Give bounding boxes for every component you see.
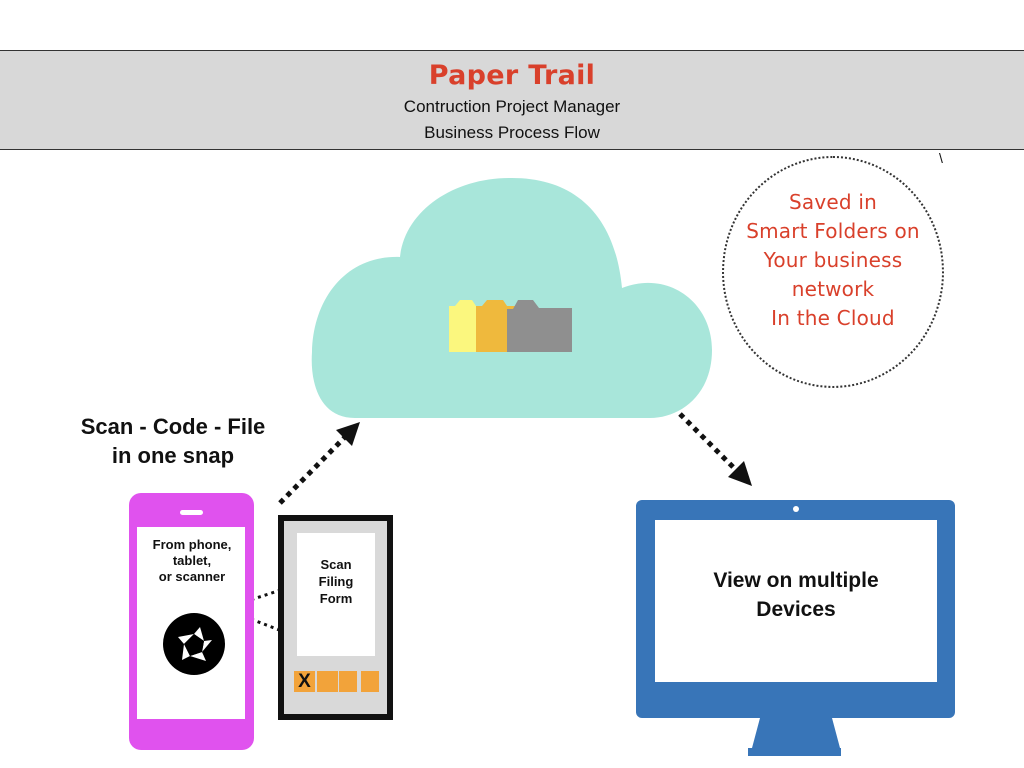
monitor-label: View on multiple Devices	[656, 566, 936, 624]
form-label-line: Scan	[320, 557, 352, 572]
cloud-note-line: network	[791, 277, 875, 301]
form-label-line: Filing	[318, 574, 354, 589]
cloud-note-text: Saved in Smart Folders on Your business …	[728, 188, 938, 333]
folder-front	[507, 300, 572, 352]
arrow-to-cloud	[278, 422, 360, 505]
phone-label-line: From phone,	[152, 537, 232, 552]
phone-label-line: tablet,	[172, 553, 212, 568]
header-banner: Paper Trail Contruction Project Manager …	[0, 50, 1024, 150]
arrow-to-monitor	[678, 412, 752, 486]
cloud-note-line: Saved in	[789, 190, 877, 214]
form-checkbox-mark: X	[298, 671, 311, 692]
filing-form-device	[278, 515, 393, 720]
subtitle-line-1: Contruction Project Manager	[403, 97, 621, 116]
folder-mid	[476, 300, 515, 352]
stray-mark: \	[939, 150, 943, 166]
phone-label-line: or scanner	[158, 569, 226, 584]
phone-device	[129, 493, 254, 750]
phone-label: From phone, tablet, or scanner	[138, 537, 246, 585]
subtitle-line-2: Business Process Flow	[424, 123, 600, 142]
app-title: Paper Trail	[428, 60, 596, 91]
monitor-label-line-1: View on multiple	[713, 569, 879, 592]
cloud-note-circle	[722, 156, 944, 388]
cloud-shape	[311, 177, 712, 418]
filing-form-label: Scan Filing Form	[298, 556, 374, 607]
camera-aperture-icon	[163, 613, 225, 675]
scan-caption-line-1: Scan - Code - File	[80, 414, 266, 439]
scan-caption-line-2: in one snap	[111, 443, 235, 468]
cloud-icon	[311, 177, 712, 418]
cloud-note-line: In the Cloud	[771, 306, 895, 330]
folders-icon	[449, 300, 572, 352]
cloud-note-line: Your business	[763, 248, 903, 272]
cloud-note-line: Smart Folders on	[746, 219, 920, 243]
scan-caption: Scan - Code - File in one snap	[58, 412, 288, 470]
form-label-line: Form	[319, 591, 353, 606]
monitor-label-line-2: Devices	[756, 598, 836, 621]
monitor-device	[636, 500, 955, 756]
